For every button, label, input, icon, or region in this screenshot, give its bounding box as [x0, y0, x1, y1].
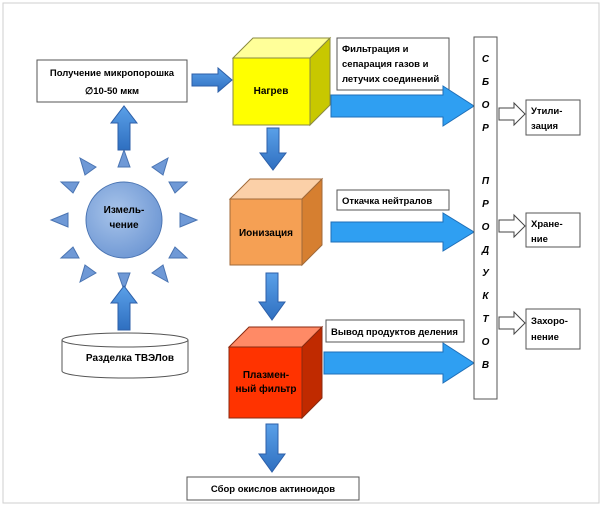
- arrow-to-plasma: [258, 272, 286, 321]
- collection-letter: Д: [481, 245, 489, 256]
- cutting-cylinder: Разделка ТВЭЛов: [61, 332, 189, 379]
- collection-letter: Р: [482, 199, 489, 210]
- arrow-to-ionization: [258, 127, 288, 171]
- collection-letter: У: [482, 268, 490, 279]
- pumping-label: Откачка нейтралов: [342, 196, 432, 207]
- collection-letter: Б: [482, 77, 489, 88]
- filtration-line1: Фильтрация и: [342, 44, 409, 55]
- arrow-pumping-to-collection: [330, 212, 475, 252]
- burial-line2: нение: [531, 332, 559, 343]
- collection-letters: С Б О Р П Р О Д У К Т О В: [481, 54, 490, 371]
- plasma-line2: ный фильтр: [235, 383, 296, 395]
- arrow-filtration-to-collection: [330, 85, 475, 127]
- collection-letter: О: [482, 100, 490, 111]
- storage-line2: ние: [531, 234, 548, 245]
- filtration-line2: сепарация газов и: [342, 59, 429, 70]
- utilization-line2: зация: [531, 121, 558, 132]
- micropowder-line1: Получение микропорошка: [50, 68, 175, 79]
- actinides-label: Сбор окислов актиноидов: [211, 484, 335, 495]
- burial-line1: Захоро-: [531, 316, 568, 327]
- sun-rays: [49, 148, 199, 292]
- collection-letter: Т: [482, 314, 489, 325]
- sun-body: [85, 181, 163, 259]
- utilization-box: Утили- зация: [525, 99, 581, 136]
- outer-border: [2, 2, 600, 504]
- fission-label: Вывод продуктов деления: [331, 327, 458, 338]
- grinding-sun: Измель- чение: [49, 148, 199, 292]
- arrow-to-burial: [498, 310, 526, 336]
- collection-letter: В: [482, 360, 489, 371]
- collection-letter: С: [482, 54, 490, 65]
- arrow-to-heating: [191, 66, 233, 94]
- arrow-to-grinding: [109, 285, 139, 331]
- plasma-cube: Плазмен- ный фильтр: [227, 325, 324, 420]
- arrow-fission-to-collection: [323, 342, 475, 384]
- arrow-to-actinides: [258, 423, 286, 473]
- grinding-line2: чение: [109, 220, 139, 231]
- actinides-box: Сбор окислов актиноидов: [186, 476, 360, 501]
- heating-label: Нагрев: [254, 86, 289, 97]
- arrow-to-storage: [498, 213, 526, 239]
- storage-line1: Хране-: [531, 219, 563, 230]
- storage-box: Хране- ние: [525, 212, 581, 248]
- cutting-label: Разделка ТВЭЛов: [86, 353, 174, 364]
- collection-letter: К: [482, 291, 489, 302]
- collection-letter: П: [482, 176, 490, 187]
- pumping-box: Откачка нейтралов: [336, 189, 450, 211]
- utilization-line1: Утили-: [531, 106, 562, 117]
- ionization-label: Ионизация: [239, 228, 293, 239]
- plasma-line1: Плазмен-: [243, 370, 289, 381]
- arrow-to-micropowder: [109, 105, 139, 151]
- collection-box: С Б О Р П Р О Д У К Т О В: [473, 36, 498, 400]
- heating-cube: Нагрев: [231, 36, 332, 127]
- collection-letter: Р: [482, 123, 489, 134]
- collection-letter: О: [482, 222, 490, 233]
- collection-letter: О: [482, 337, 490, 348]
- grinding-line1: Измель-: [104, 205, 145, 216]
- arrow-to-utilization: [498, 101, 526, 127]
- filtration-line3: летучих соединений: [342, 74, 439, 85]
- ionization-cube: Ионизация: [228, 177, 324, 267]
- micropowder-box: Получение микропорошка ∅10-50 мкм: [36, 59, 188, 103]
- micropowder-line2: ∅10-50 мкм: [85, 86, 139, 97]
- burial-box: Захоро- нение: [525, 308, 581, 350]
- filtration-box: Фильтрация и сепарация газов и летучих с…: [336, 37, 450, 91]
- fission-box: Вывод продуктов деления: [325, 319, 465, 343]
